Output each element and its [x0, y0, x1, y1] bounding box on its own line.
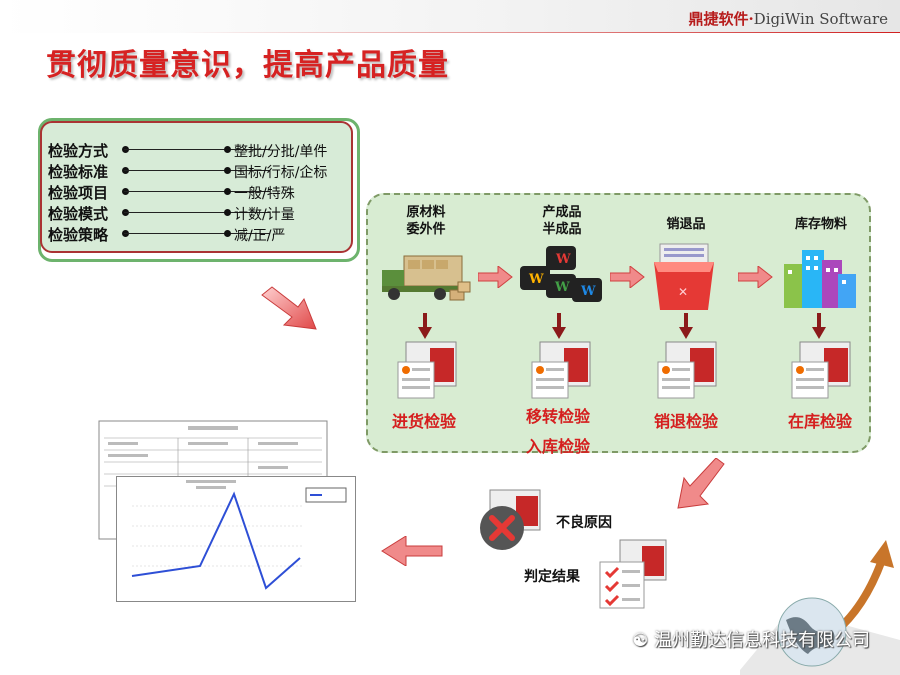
bullet-dot-icon — [224, 146, 231, 153]
judgment-label: 判定结果 — [524, 569, 580, 585]
inspection-transfer: 移转检验 — [525, 407, 590, 426]
rule-value: 一般/特殊 — [234, 186, 295, 202]
svg-text:✕: ✕ — [678, 285, 688, 299]
rule-key: 检验项目 — [48, 184, 109, 202]
connector-line — [124, 191, 270, 192]
defect-cause-label: 不良原因 — [556, 515, 612, 531]
inspection-document-icon — [657, 341, 717, 399]
stage-category-stock-text: 库存物料 — [794, 217, 847, 232]
stage-category-product: 产成品 半成品 — [532, 204, 592, 238]
svg-text:W: W — [580, 284, 596, 299]
down-arrow-2-icon — [552, 313, 566, 339]
bullet-dot-icon — [224, 230, 231, 237]
inspection-warehousing: 入库检验 — [525, 437, 590, 456]
inspection-document-icon — [531, 341, 591, 399]
svg-text:W: W — [554, 280, 570, 295]
keyboard-keys-icon: W W W W — [520, 246, 602, 302]
red-box-icon: ✕ — [654, 243, 714, 310]
inspection-document-icon — [791, 341, 851, 399]
arrow-down-left-icon — [677, 458, 725, 509]
reject-icon — [480, 489, 541, 550]
bullet-dot-icon — [224, 188, 231, 195]
checklist-icon — [599, 539, 667, 609]
arrow-left-icon — [381, 536, 443, 566]
buildings-icon — [784, 250, 856, 308]
arrow-down-right-icon — [261, 286, 317, 330]
stage-category-raw-text: 原材料 委外件 — [406, 205, 446, 237]
flow-arrow-1-icon — [478, 266, 513, 288]
rule-row: 检验方式 整批/分批/单件 — [48, 140, 348, 160]
flow-arrow-2-icon — [610, 266, 645, 288]
flow-arrow-3-icon — [738, 266, 773, 288]
wechat-icon: ☯ — [632, 630, 654, 651]
rule-key: 检验标准 — [48, 163, 109, 181]
rule-key: 检验策略 — [48, 226, 109, 244]
stage-category-return-text: 销退品 — [666, 217, 706, 232]
rule-row: 检验模式 计数/计量 — [48, 203, 348, 223]
stage-category-stock: 库存物料 — [786, 216, 856, 233]
stage-category-raw: 原材料 委外件 — [396, 204, 456, 238]
inspection-return: 销退检验 — [653, 412, 718, 431]
top-divider — [0, 32, 900, 33]
connector-line — [124, 212, 270, 213]
rule-value: 整批/分批/单件 — [234, 144, 328, 160]
rule-key: 检验方式 — [48, 142, 109, 160]
down-arrow-1-icon — [418, 313, 432, 339]
down-arrow-3-icon — [679, 313, 693, 339]
globe-arrow-decoration — [740, 540, 900, 675]
down-arrow-4-icon — [812, 313, 826, 339]
inspection-incoming: 进货检验 — [391, 412, 456, 431]
rule-value: 国标/行标/企标 — [234, 165, 328, 181]
company-footer: ☯ 温州勤达信息科技有限公司 — [632, 626, 870, 652]
brand-en: DigiWin Software — [753, 10, 888, 28]
rule-row: 检验策略 减/正/严 — [48, 224, 348, 244]
brand-logo: 鼎捷软件·DigiWin Software — [688, 8, 888, 29]
report-line-chart — [131, 480, 347, 590]
truck-icon — [382, 255, 471, 301]
top-bar — [0, 0, 900, 33]
connector-line — [124, 233, 270, 234]
connector-line — [124, 170, 270, 171]
inspection-stock: 在库检验 — [787, 412, 852, 431]
stage-category-product-text: 产成品 半成品 — [542, 205, 582, 237]
rules-panel — [40, 121, 353, 253]
inspection-document-icon — [397, 341, 457, 399]
rule-row: 检验标准 国标/行标/企标 — [48, 161, 348, 181]
rule-row: 检验项目 一般/特殊 — [48, 182, 348, 202]
brand-cn: 鼎捷软件· — [688, 10, 754, 28]
bullet-dot-icon — [224, 209, 231, 216]
svg-text:W: W — [528, 272, 544, 287]
page-title: 贯彻质量意识，提高产品质量 — [46, 48, 449, 83]
stage-category-return: 销退品 — [656, 216, 716, 233]
rule-value: 计数/计量 — [234, 207, 295, 223]
company-name: 温州勤达信息科技有限公司 — [654, 630, 870, 651]
rule-key: 检验模式 — [48, 205, 109, 223]
svg-text:W: W — [555, 252, 571, 267]
bullet-dot-icon — [224, 167, 231, 174]
connector-line — [124, 149, 270, 150]
rule-value: 减/正/严 — [234, 228, 286, 244]
inspection-flow-panel — [366, 193, 871, 453]
